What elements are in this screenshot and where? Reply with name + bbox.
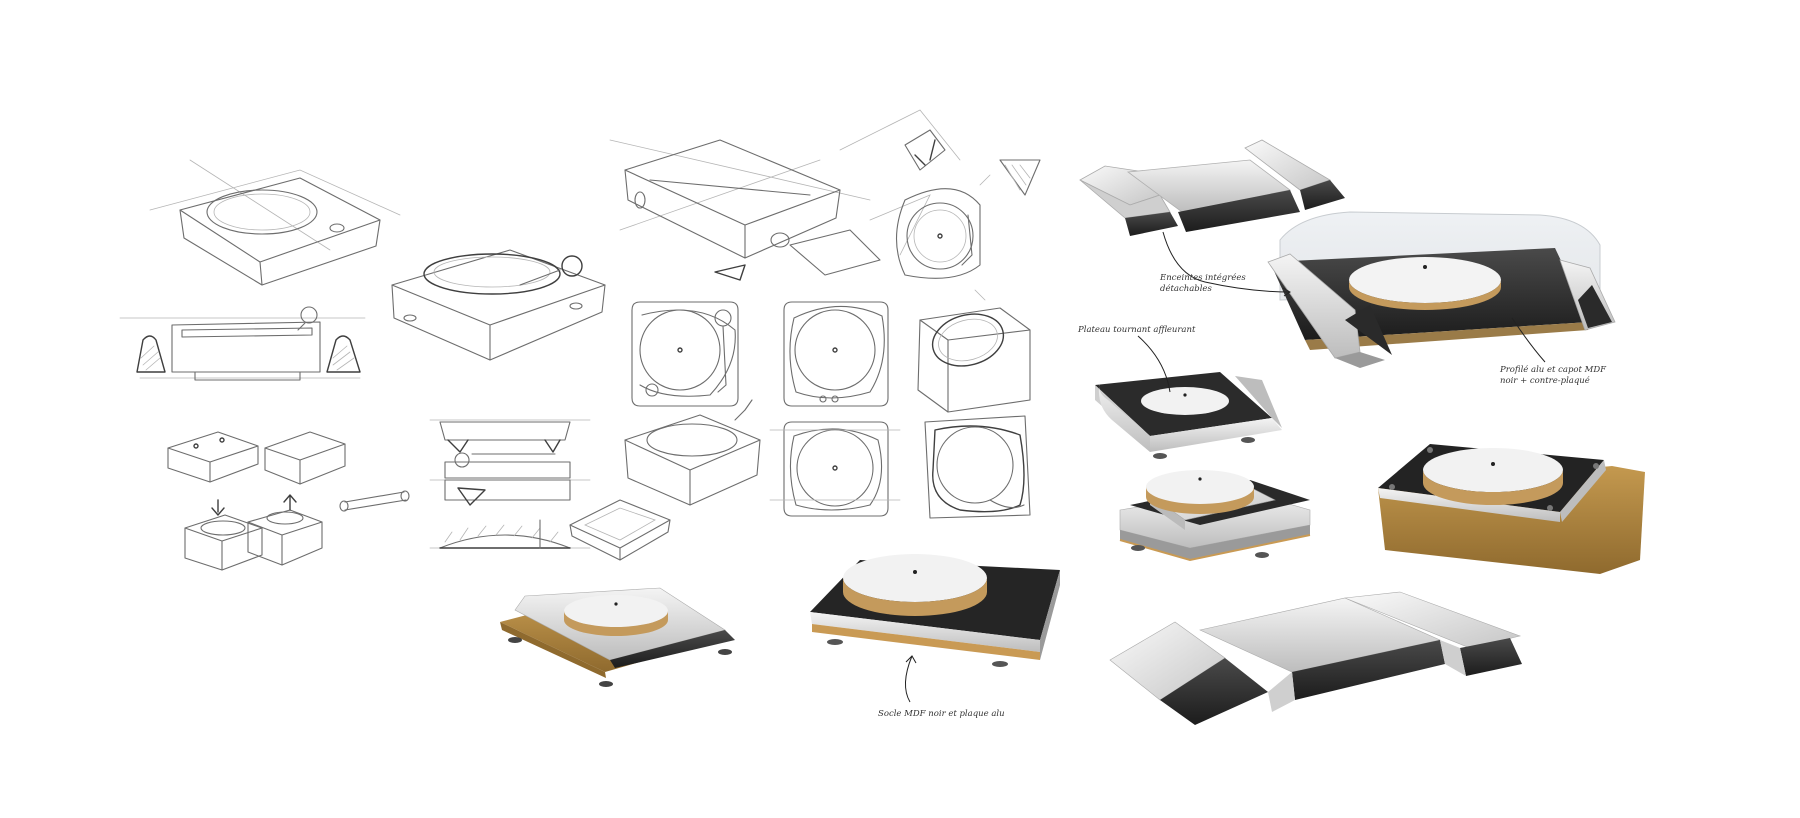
sketch-tray-small [569,499,671,561]
annotation-profile-line1: Profilé alu et capot MDF [1499,364,1607,375]
annotation-platter: Plateau tournant affleurant [1077,325,1196,393]
sketch-exploded-side-view [429,419,591,549]
annotation-speakers: Enceintes intégrées détachables [1159,231,1291,297]
annotation-speakers-line2: détachables [1160,283,1212,294]
sketch-front-with-speakers [119,306,366,381]
sketch-turntable-perspective-1 [149,159,401,286]
render-three-part-profile [1109,591,1522,725]
annotation-profile-line2: noir + contre-plaqué [1500,375,1590,386]
annotation-platter-text: Plateau tournant affleurant [1077,325,1196,335]
render-wood-base [1378,444,1645,574]
sketch-grid-topviews [624,301,1031,519]
render-speakers-detached [1079,139,1345,236]
sketch-modular-boxes [167,431,410,571]
annotation-base: Socle MDF noir et plaque alu [878,655,1005,719]
render-flush-platter [1095,372,1282,459]
sketch-turntable-perspective-2 [391,249,606,361]
annotation-profile: Profilé alu et capot MDF noir + contre-p… [1499,317,1607,386]
annotation-base-text: Socle MDF noir et plaque alu [878,709,1005,719]
sketch-turntable-top-round [896,174,991,301]
sketch-box-perspective-top [609,109,1041,281]
render-with-dust-cover [1265,211,1616,368]
render-alu-tray-plywood [1119,470,1311,562]
render-black-base-alu-plate [810,554,1060,667]
annotation-speakers-line1: Enceintes intégrées [1159,272,1246,283]
render-alu-wedge-wood-base [500,587,735,687]
